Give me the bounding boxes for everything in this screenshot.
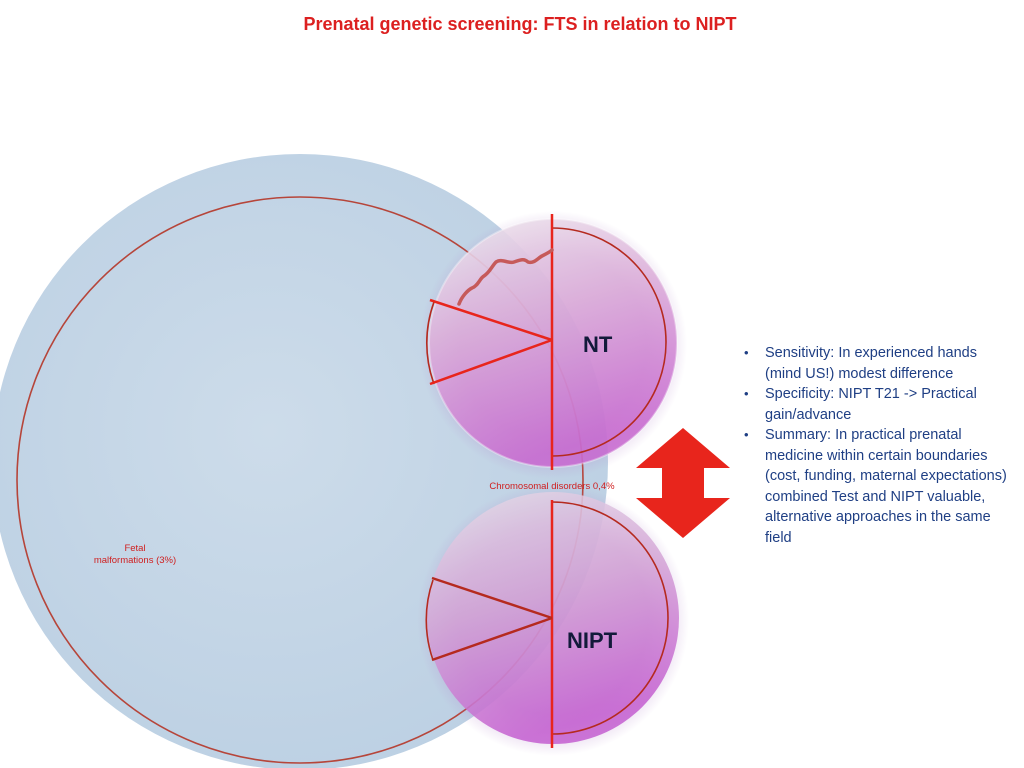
nipt-ball — [417, 484, 689, 756]
nt-half-circle-outline — [551, 227, 667, 457]
nipt-label: NIPT — [567, 628, 618, 653]
bullet-list: Sensitivity: In experienced hands (mind … — [744, 343, 1014, 548]
nipt-left-arc — [425, 579, 434, 661]
bullet-summary: Summary: In practical prenatal medicine … — [744, 425, 1014, 548]
bullet-specificity: Specificity: NIPT T21 -> Practical gain/… — [744, 384, 1014, 425]
double-headed-arrow-icon — [636, 428, 730, 538]
nt-left-arc — [425, 301, 435, 385]
chromosomal-disorders-label: Chromosomal disorders 0,4% — [489, 481, 615, 492]
page-title: Prenatal genetic screening: FTS in relat… — [303, 14, 737, 34]
fetal-malformations-label: Fetal malformations (3%) — [93, 543, 177, 566]
wavy-rope — [457, 248, 554, 306]
fetal-malformations-ring — [16, 196, 584, 764]
nt-ball — [419, 211, 687, 479]
nipt-half-circle-outline — [551, 501, 669, 735]
nt-label: NT — [583, 332, 613, 357]
bullet-sensitivity: Sensitivity: In experienced hands (mind … — [744, 343, 1014, 384]
